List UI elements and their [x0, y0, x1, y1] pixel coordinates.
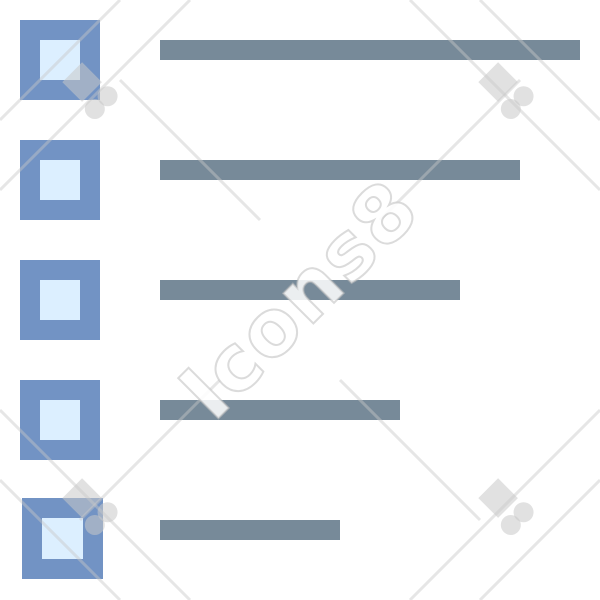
checkbox-unchecked-icon[interactable] [20, 20, 100, 100]
list-item [0, 140, 600, 220]
text-line-placeholder [160, 160, 520, 180]
text-line-placeholder [160, 520, 340, 540]
checkbox-unchecked-icon[interactable] [20, 140, 100, 220]
checkbox-unchecked-icon[interactable] [20, 260, 100, 340]
list-item [0, 20, 600, 100]
checkbox-unchecked-icon[interactable] [20, 380, 100, 460]
list-item [0, 380, 600, 460]
text-line-placeholder [160, 40, 580, 60]
checkbox-unchecked-icon[interactable] [22, 498, 103, 579]
list-item [0, 498, 600, 580]
text-line-placeholder [160, 400, 400, 420]
list-item [0, 260, 600, 340]
text-line-placeholder [160, 280, 460, 300]
